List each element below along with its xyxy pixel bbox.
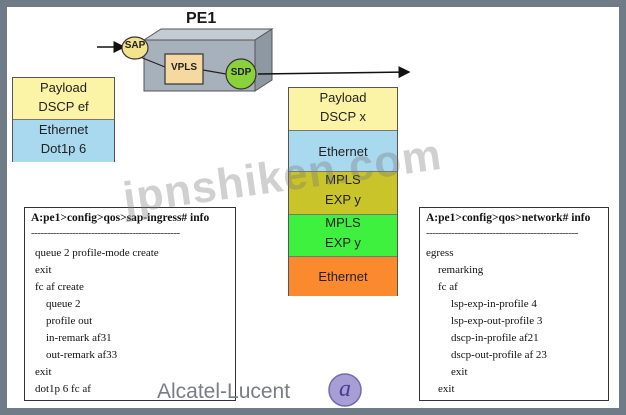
network-line-5: lsp-exp-out-profile 3 <box>451 315 543 327</box>
sap-node <box>121 36 149 60</box>
ingress-dscp-label: DSCP ef <box>38 99 89 115</box>
egress-mpls-outer-cell: MPLS EXP y <box>289 172 397 215</box>
network-config-box: A:pe1>config>qos>network# info ---------… <box>419 207 609 401</box>
ingress-payload-cell: Payload DSCP ef <box>13 78 114 120</box>
network-config-header: A:pe1>config>qos>network# info <box>426 212 591 224</box>
sap-ingress-line-5: profile out <box>46 315 93 327</box>
sap-ingress-line-3: fc af create <box>35 281 84 293</box>
ingress-packet: Payload DSCP ef Ethernet Dot1p 6 <box>12 77 115 162</box>
sap-ingress-line-9: dot1p 6 fc af <box>35 383 91 395</box>
sap-ingress-line-6: in-remark af31 <box>46 332 112 344</box>
sap-ingress-line-4: queue 2 <box>46 298 81 310</box>
ingress-ethernet-cell: Ethernet Dot1p 6 <box>13 120 114 162</box>
egress-payload-label: Payload <box>319 90 367 105</box>
sap-ingress-config-separator: ----------------------------------------… <box>31 227 180 239</box>
sap-ingress-line-7: out-remark af33 <box>46 349 118 361</box>
brand-name: Alcatel-Lucent <box>157 380 291 403</box>
egress-ethernet-label: Ethernet <box>318 144 368 159</box>
network-line-6: dscp-in-profile af21 <box>451 332 539 344</box>
sdp-node <box>225 58 257 90</box>
sap-ingress-line-1: queue 2 profile-mode create <box>35 247 159 259</box>
egress-dscp-label: DSCP x <box>320 109 366 125</box>
egress-payload-cell: Payload DSCP x <box>289 88 397 131</box>
network-line-4: lsp-exp-in-profile 4 <box>451 298 537 310</box>
ingress-payload-label: Payload <box>40 80 87 95</box>
network-line-9: exit <box>438 383 455 395</box>
ingress-dot1p-label: Dot1p 6 <box>40 141 87 157</box>
vpls-sdp-link <box>202 69 227 75</box>
sap-ingress-config-header: A:pe1>config>qos>sap-ingress# info <box>31 212 210 224</box>
sap-ingress-line-2: exit <box>35 264 52 276</box>
sap-label: SAP <box>124 40 146 51</box>
vpls-node <box>164 53 204 85</box>
sap-ingress-config-box: A:pe1>config>qos>sap-ingress# info -----… <box>24 207 236 401</box>
egress-exp-outer-label: EXP y <box>325 192 361 208</box>
egress-arrow <box>257 66 411 79</box>
vpls-label: VPLS <box>170 62 198 73</box>
pe-box-side <box>254 28 273 92</box>
network-line-2: remarking <box>438 264 484 276</box>
network-line-7: dscp-out-profile af 23 <box>451 349 547 361</box>
pe-box-top <box>142 28 274 41</box>
egress-mpls-outer-label: MPLS <box>325 172 361 187</box>
sap-ingress-line-8: exit <box>35 366 52 378</box>
egress-packet: Payload DSCP x Ethernet MPLS EXP y MPLS … <box>288 87 398 296</box>
network-config-separator: ----------------------------------------… <box>426 227 578 239</box>
egress-mpls-inner-cell: MPLS EXP y <box>289 215 397 257</box>
network-line-3: fc af <box>438 281 458 293</box>
pe-title: PE1 <box>186 10 217 27</box>
ingress-ethernet-label: Ethernet <box>38 122 89 137</box>
network-line-1: egress <box>426 247 454 259</box>
egress-mpls-inner-label: MPLS <box>325 215 361 230</box>
egress-exp-inner-label: EXP y <box>325 235 361 251</box>
brand-logo-icon: a <box>339 376 351 402</box>
egress-ethernet-cell: Ethernet <box>289 131 397 172</box>
egress-ethernet-outer-cell: Ethernet <box>289 257 397 296</box>
network-line-8: exit <box>451 366 468 378</box>
sdp-label: SDP <box>230 67 252 78</box>
sap-vpls-link <box>139 56 166 68</box>
logo-mark-circle <box>328 373 362 407</box>
egress-ethernet-outer-label: Ethernet <box>318 269 368 284</box>
